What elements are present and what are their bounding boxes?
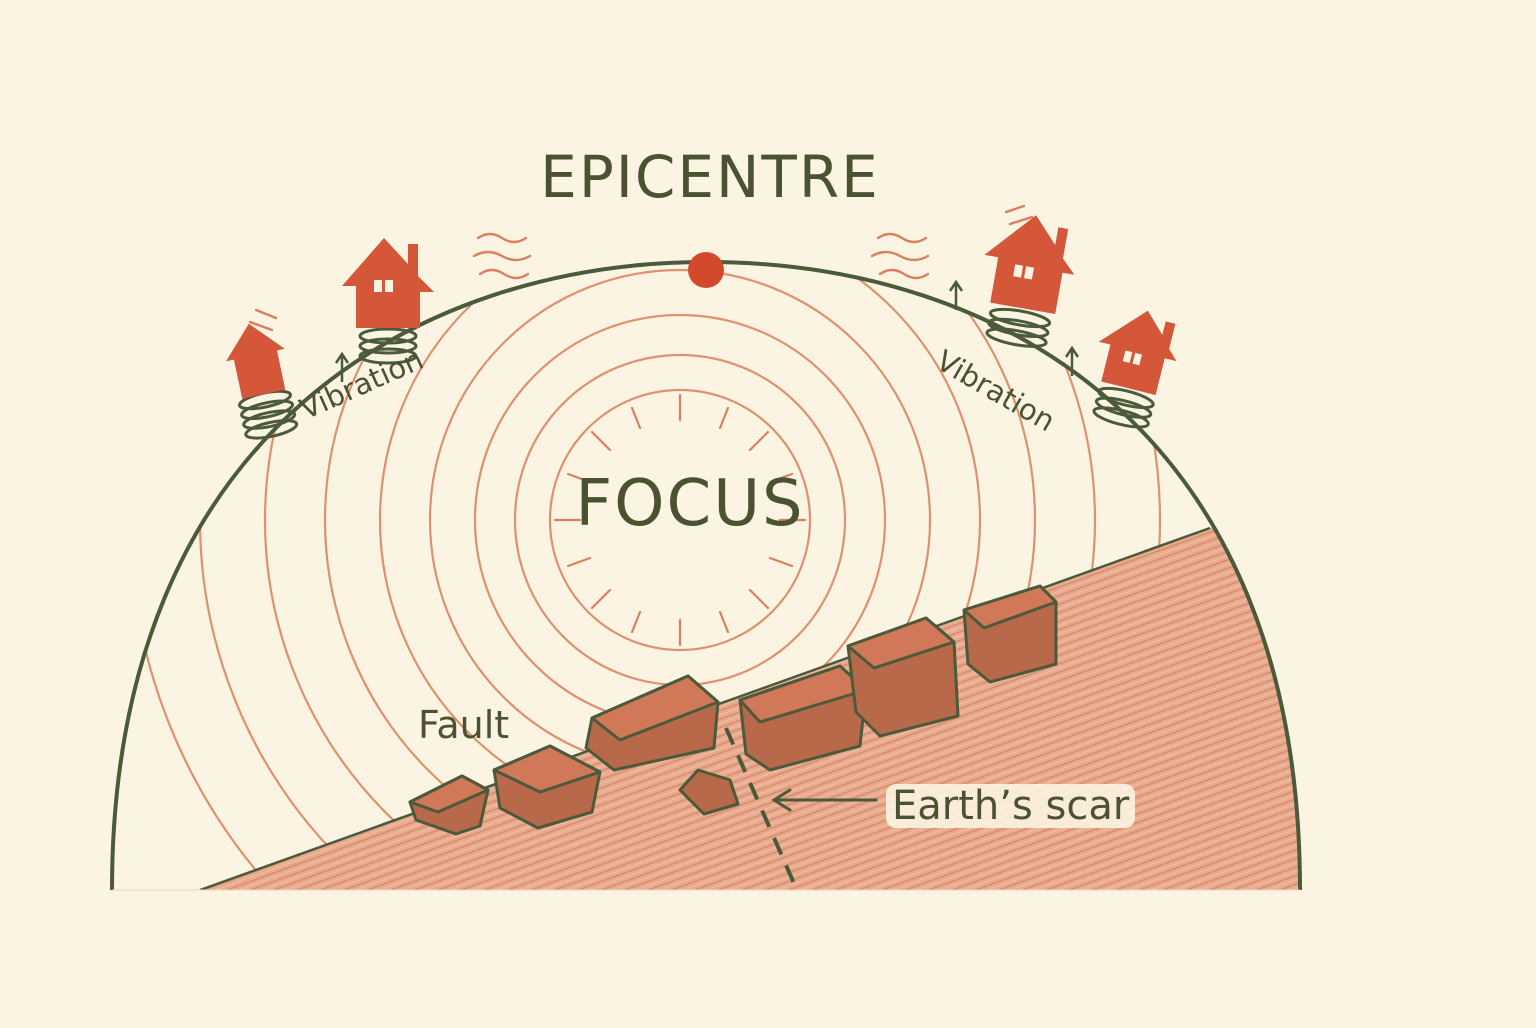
fault-blocks [408, 584, 1058, 836]
house-icon [342, 238, 434, 328]
motion-lines-icon [248, 204, 1034, 332]
rock-block-icon [846, 616, 960, 738]
arrow-up-icon [334, 351, 350, 382]
scar-arrow [771, 788, 878, 812]
rock-block-icon [584, 674, 720, 772]
rock-block-icon [408, 774, 490, 836]
spring-icon [1092, 386, 1155, 429]
epicentre-dot [688, 252, 724, 288]
rock-block-icon [962, 584, 1058, 684]
epicentre-label: EPICENTRE [540, 143, 880, 211]
fault-label: Fault [418, 703, 510, 747]
spring-icon [985, 307, 1052, 348]
house-left-small [226, 323, 299, 440]
house-icon [984, 215, 1075, 315]
focus-label: FOCUS [575, 467, 805, 541]
house-icon [1098, 310, 1177, 396]
house-left-large [342, 238, 434, 365]
spring-icon [358, 327, 418, 365]
rock-block-icon [678, 768, 740, 816]
arrow-up-icon [948, 279, 1080, 376]
rock-block-icon [492, 744, 602, 830]
house-right-large [984, 215, 1075, 348]
burst-icon [553, 393, 807, 647]
rock-block-icon [738, 664, 868, 772]
earths-scar-label: Earth’s scar [886, 784, 1136, 828]
house-icon [226, 323, 286, 399]
house-right-small [1092, 310, 1177, 429]
